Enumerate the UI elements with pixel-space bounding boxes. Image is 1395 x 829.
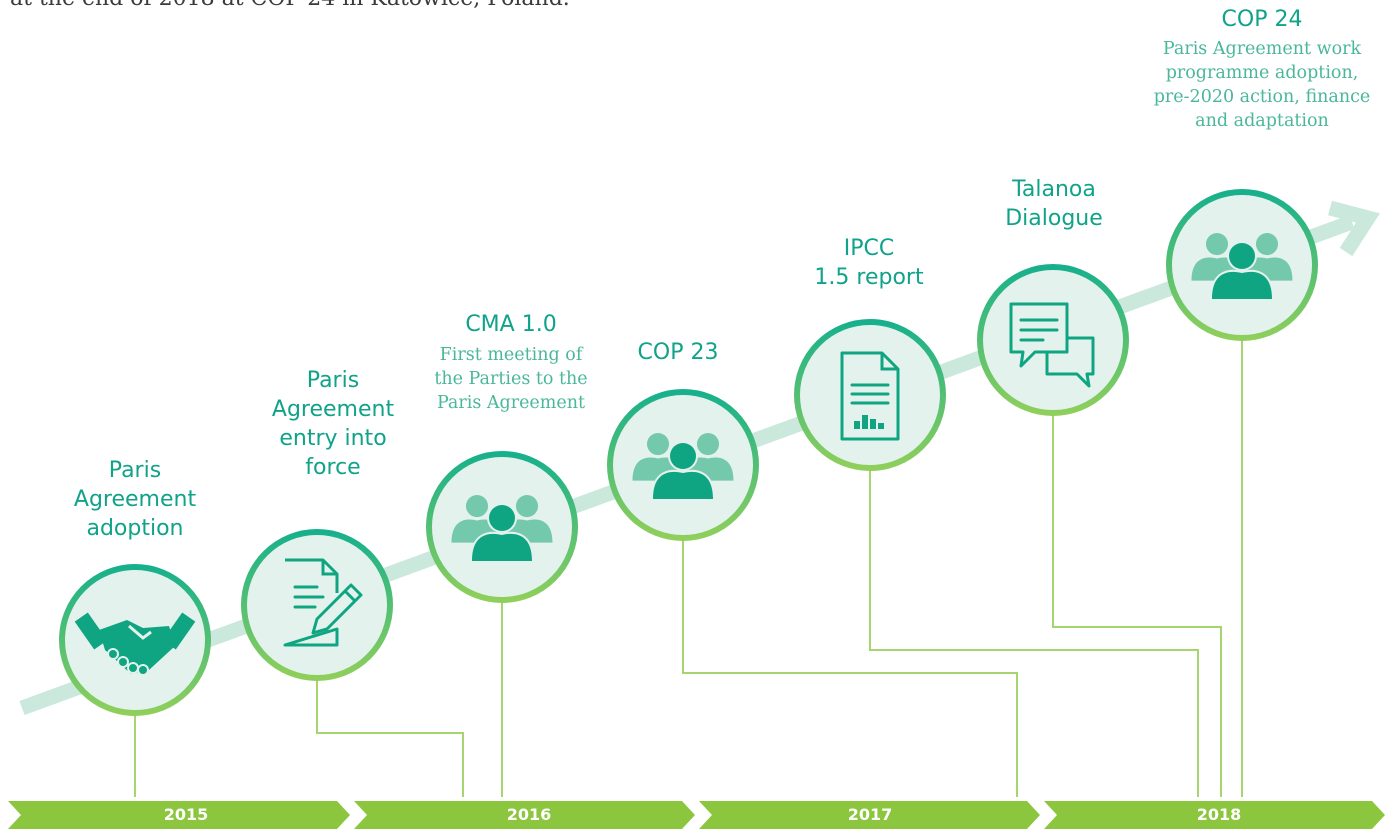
event-node-ipcc (794, 319, 946, 471)
connector-line-paris-entry (316, 678, 464, 797)
event-subtitle-line: Paris Agreement work (1162, 39, 1362, 59)
intro-text: at the end of 2018 at COP 24 in Katowice… (10, 0, 570, 11)
event-subtitle-line: and adaptation (1195, 111, 1329, 131)
event-subtitle-line: pre-2020 action, finance (1153, 87, 1371, 107)
event-node-cop24 (1166, 189, 1318, 341)
document-pen-icon (283, 558, 363, 647)
event-title-line: Agreement (73, 487, 197, 512)
year-label-2015: 2015 (163, 805, 209, 824)
year-chevron-2015 (8, 801, 350, 829)
report-chart-icon (840, 351, 900, 441)
people-group-icon (1191, 233, 1293, 301)
connector-line-cop23 (682, 538, 1018, 797)
handshake-icon (74, 612, 196, 676)
event-circle-paris-entry (241, 529, 393, 681)
event-title-line: Dialogue (1005, 206, 1103, 231)
people-group-icon (451, 495, 553, 563)
event-title-line: Talanoa (1012, 177, 1096, 202)
event-title-cma: CMA 1.0 (396, 310, 626, 339)
event-title-line: 1.5 report (814, 265, 924, 290)
event-node-paris-adoption (59, 564, 211, 716)
people-group-icon (632, 433, 734, 501)
event-node-talanoa (977, 264, 1129, 416)
event-title-line: entry into (279, 426, 387, 451)
event-node-cma (426, 451, 578, 603)
event-title-line: COP 24 (1221, 7, 1303, 32)
year-label-2017: 2017 (847, 805, 893, 824)
speech-bubbles-icon (1009, 302, 1095, 388)
event-title-ipcc: IPCC 1.5 report (789, 234, 949, 292)
event-subtitle-line: Paris Agreement (436, 393, 586, 413)
event-title-line: Paris (108, 458, 162, 483)
connector-line-talanoa (1052, 413, 1222, 797)
event-title-line: IPCC (843, 236, 895, 261)
connector-line-ipcc (869, 468, 1199, 797)
year-label-2016: 2016 (506, 805, 552, 824)
timeline-arrow-head (1328, 200, 1380, 257)
event-title-line: Paris (306, 368, 360, 393)
event-title-line: CMA 1.0 (465, 312, 557, 337)
event-title-cop24: COP 24 (1132, 5, 1392, 34)
event-title-cop23: COP 23 (598, 338, 758, 367)
year-chevron-2018 (1044, 801, 1385, 829)
event-subtitle-line: programme adoption, (1165, 63, 1359, 83)
event-title-line: force (305, 455, 361, 480)
event-subtitle-line: the Parties to the (434, 369, 588, 389)
event-subtitle-cop24: Paris Agreement work programme adoption, p… (1127, 37, 1395, 133)
year-chevron-2016 (354, 801, 695, 829)
event-title-line: COP 23 (637, 340, 719, 365)
event-node-cop23 (607, 389, 759, 541)
event-title-line: adoption (86, 516, 184, 541)
event-node-paris-entry (241, 529, 393, 681)
year-chevron-2017 (699, 801, 1040, 829)
event-subtitle-line: First meeting of (439, 345, 583, 365)
year-label-2018: 2018 (1196, 805, 1242, 824)
event-title-line: Agreement (271, 397, 395, 422)
